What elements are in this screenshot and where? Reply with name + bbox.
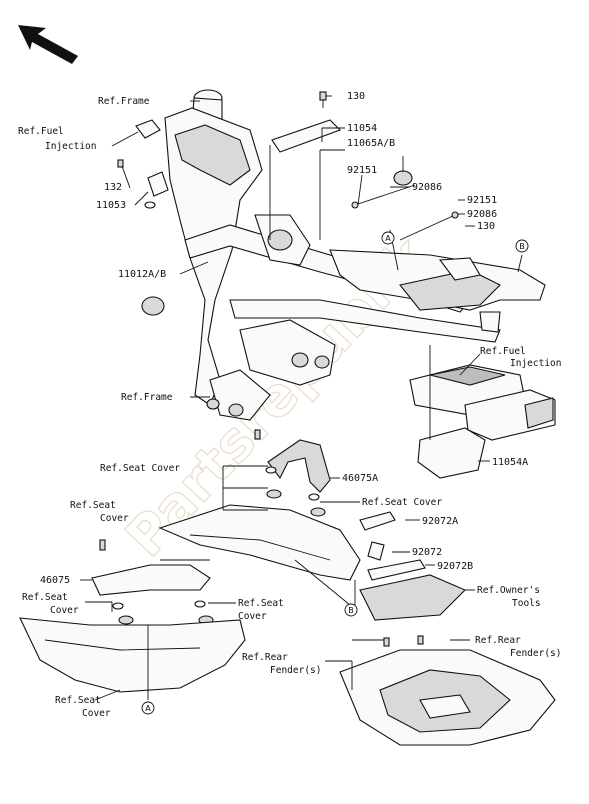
label-130-right: 130 [477,221,495,232]
label-ref-seat-cover-3: Ref.Seat [70,500,116,511]
label-ref-rear-fender-1b: Fender(s) [270,665,321,676]
cap-11012 [141,296,165,316]
grab-rail-46075a [267,439,331,493]
label-ref-seat-cover-2: Ref.Seat Cover [362,497,442,508]
bracket-fuel-injection [135,119,161,139]
seat-cover-lower [19,617,246,693]
strap-92072a [359,511,396,531]
callout-b-lower: B [344,603,358,617]
rear-fender [339,635,556,746]
label-46075: 46075 [40,575,70,586]
label-130-top: 130 [347,91,365,102]
label-ref-seat-cover-5: Ref.Seat [238,598,284,609]
label-ref-fuel-injection-1b: Injection [45,141,96,152]
bracket-11053 [147,171,169,197]
label-92151-b: 92151 [467,195,497,206]
label-ref-seat-cover-3b: Cover [100,513,129,524]
svg-text:A: A [385,234,391,243]
frame-assembly [164,89,546,421]
callout-b-upper: B [515,239,529,253]
ecu-units [409,364,556,441]
label-ref-seat-cover-6b: Cover [82,708,111,719]
front-direction-arrow-icon [18,25,78,64]
callout-a-upper: A [381,231,395,245]
callout-a-lower: A [141,701,155,715]
label-ref-rear-fender-2b: Fender(s) [510,648,561,659]
label-ref-seat-cover-4: Ref.Seat [22,592,68,603]
label-ref-rear-fender-2: Ref.Rear [475,635,521,646]
label-92086-a: 92086 [412,182,442,193]
label-11053: 11053 [96,200,126,211]
label-11065: 11065A/B [347,138,395,149]
bracket-11054 [271,119,341,153]
leader-lines [80,95,523,701]
label-ref-seat-cover-6: Ref.Seat [55,695,101,706]
grab-rail-46075 [91,564,211,596]
label-ref-fuel-injection-2: Ref.Fuel [480,346,526,357]
svg-text:B: B [348,606,354,615]
label-92072: 92072 [412,547,442,558]
label-132: 132 [104,182,122,193]
label-11054a: 11054A [492,457,528,468]
label-92151-a: 92151 [347,165,377,176]
svg-text:A: A [145,704,151,713]
label-ref-seat-cover-5b: Cover [238,611,267,622]
label-ref-rear-fender-1: Ref.Rear [242,652,288,663]
grommet-11065 [393,170,413,186]
label-ref-frame-top: Ref.Frame [98,96,150,107]
owners-tools-kit [359,574,466,621]
label-ref-fuel-injection-2b: Injection [510,358,561,369]
label-11012: 11012A/B [118,269,166,280]
wire-92086-b [399,214,456,241]
seat-cover-upper [158,504,361,581]
svg-text:B: B [519,242,525,251]
label-11054: 11054 [347,123,377,134]
bracket-11054a [417,427,486,479]
label-46075a: 46075A [342,473,378,484]
label-ref-owners-tools-b: Tools [512,598,541,609]
label-ref-fuel-injection-1: Ref.Fuel [18,126,64,137]
label-ref-owners-tools: Ref.Owner's [477,585,540,596]
label-92086-b: 92086 [467,209,497,220]
strap-92072b [367,559,426,581]
label-92072a: 92072A [422,516,458,527]
label-ref-frame-bottom: Ref.Frame [121,392,173,403]
strap-92072 [367,541,385,561]
label-ref-seat-cover-1: Ref.Seat Cover [100,463,180,474]
label-92072b: 92072B [437,561,473,572]
wire-92086-a [354,184,416,206]
bolt-130 [319,91,327,108]
label-ref-seat-cover-4b: Cover [50,605,79,616]
